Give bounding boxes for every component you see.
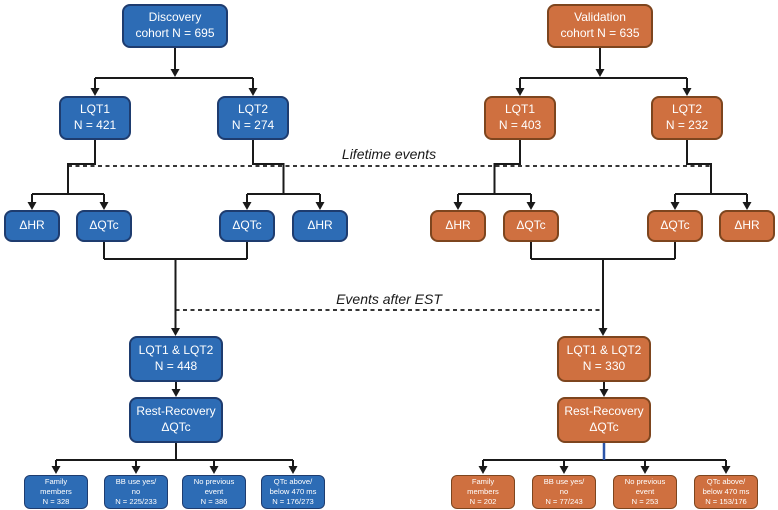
node-discovery-no-previous-event-label: No previous event N = 386 — [193, 476, 235, 506]
node-discovery-lqt2-delta-qtc-label: ΔQTc — [232, 218, 262, 233]
node-discovery-no-previous-event: No previous event N = 386 — [182, 475, 246, 509]
node-validation-qtc-above-below: QTc above/ below 470 ms N = 153/176 — [694, 475, 758, 509]
node-discovery-rest-recovery: Rest-Recovery ΔQTc — [129, 397, 223, 443]
node-discovery-lqt1-delta-qtc-label: ΔQTc — [89, 218, 119, 233]
node-discovery-qtc-above-below: QTc above/ below 470 ms N = 176/273 — [261, 475, 325, 509]
node-discovery-bb-use-label: BB use yes/ no N = 225/233 — [115, 476, 157, 506]
node-validation-combined-label: LQT1 & LQT2 N = 330 — [566, 343, 642, 373]
node-discovery-family-members: Family members N = 328 — [24, 475, 88, 509]
node-discovery-bb-use: BB use yes/ no N = 225/233 — [104, 475, 168, 509]
node-discovery-lqt2: LQT2 N = 274 — [217, 96, 289, 140]
node-validation-cohort-label: Validation cohort N = 635 — [560, 10, 640, 40]
node-validation-bb-use-label: BB use yes/ no N = 77/243 — [543, 476, 585, 506]
node-validation-qtc-above-below-label: QTc above/ below 470 ms N = 153/176 — [702, 476, 750, 506]
node-discovery-cohort-label: Discovery cohort N = 695 — [135, 10, 215, 40]
node-discovery-lqt2-delta-hr: ΔHR — [292, 210, 348, 242]
node-validation-lqt2-delta-hr: ΔHR — [719, 210, 775, 242]
node-validation-lqt1-label: LQT1 N = 403 — [498, 102, 542, 132]
node-discovery-lqt1-label: LQT1 N = 421 — [73, 102, 117, 132]
node-validation-no-previous-event: No previous event N = 253 — [613, 475, 677, 509]
node-discovery-lqt1-delta-qtc: ΔQTc — [76, 210, 132, 242]
node-validation-lqt2-delta-qtc-label: ΔQTc — [660, 218, 690, 233]
discovery-connectors — [31, 48, 321, 467]
node-discovery-combined: LQT1 & LQT2 N = 448 — [129, 336, 223, 382]
node-discovery-lqt1-delta-hr-label: ΔHR — [19, 218, 45, 233]
node-validation-bb-use: BB use yes/ no N = 77/243 — [532, 475, 596, 509]
node-discovery-rest-recovery-label: Rest-Recovery ΔQTc — [136, 404, 216, 434]
node-discovery-qtc-above-below-label: QTc above/ below 470 ms N = 176/273 — [269, 476, 317, 506]
section-label-lifetime-events: Lifetime events — [341, 146, 437, 162]
section-label-events-after-est: Events after EST — [336, 291, 442, 307]
node-validation-rest-recovery: Rest-Recovery ΔQTc — [557, 397, 651, 443]
node-discovery-lqt2-delta-qtc: ΔQTc — [219, 210, 275, 242]
node-discovery-lqt2-label: LQT2 N = 274 — [231, 102, 275, 132]
node-validation-family-members-label: Family members N = 202 — [467, 476, 499, 506]
node-validation-lqt1-delta-hr: ΔHR — [430, 210, 486, 242]
node-validation-rest-recovery-label: Rest-Recovery ΔQTc — [564, 404, 644, 434]
node-validation-combined: LQT1 & LQT2 N = 330 — [557, 336, 651, 382]
node-discovery-family-members-label: Family members N = 328 — [40, 476, 72, 506]
node-validation-lqt1-delta-hr-label: ΔHR — [445, 218, 471, 233]
node-validation-lqt2-delta-qtc: ΔQTc — [647, 210, 703, 242]
node-validation-lqt1-delta-qtc: ΔQTc — [503, 210, 559, 242]
node-validation-lqt2: LQT2 N = 232 — [651, 96, 723, 140]
node-discovery-lqt1-delta-hr: ΔHR — [4, 210, 60, 242]
node-validation-cohort: Validation cohort N = 635 — [547, 4, 653, 48]
node-validation-lqt2-delta-hr-label: ΔHR — [734, 218, 760, 233]
node-discovery-cohort: Discovery cohort N = 695 — [122, 4, 228, 48]
node-validation-lqt1-delta-qtc-label: ΔQTc — [516, 218, 546, 233]
node-validation-no-previous-event-label: No previous event N = 253 — [624, 476, 666, 506]
node-discovery-lqt2-delta-hr-label: ΔHR — [307, 218, 333, 233]
node-discovery-lqt1: LQT1 N = 421 — [59, 96, 131, 140]
node-validation-family-members: Family members N = 202 — [451, 475, 515, 509]
node-discovery-combined-label: LQT1 & LQT2 N = 448 — [138, 343, 214, 373]
node-validation-lqt1: LQT1 N = 403 — [484, 96, 556, 140]
node-validation-lqt2-label: LQT2 N = 232 — [665, 102, 709, 132]
